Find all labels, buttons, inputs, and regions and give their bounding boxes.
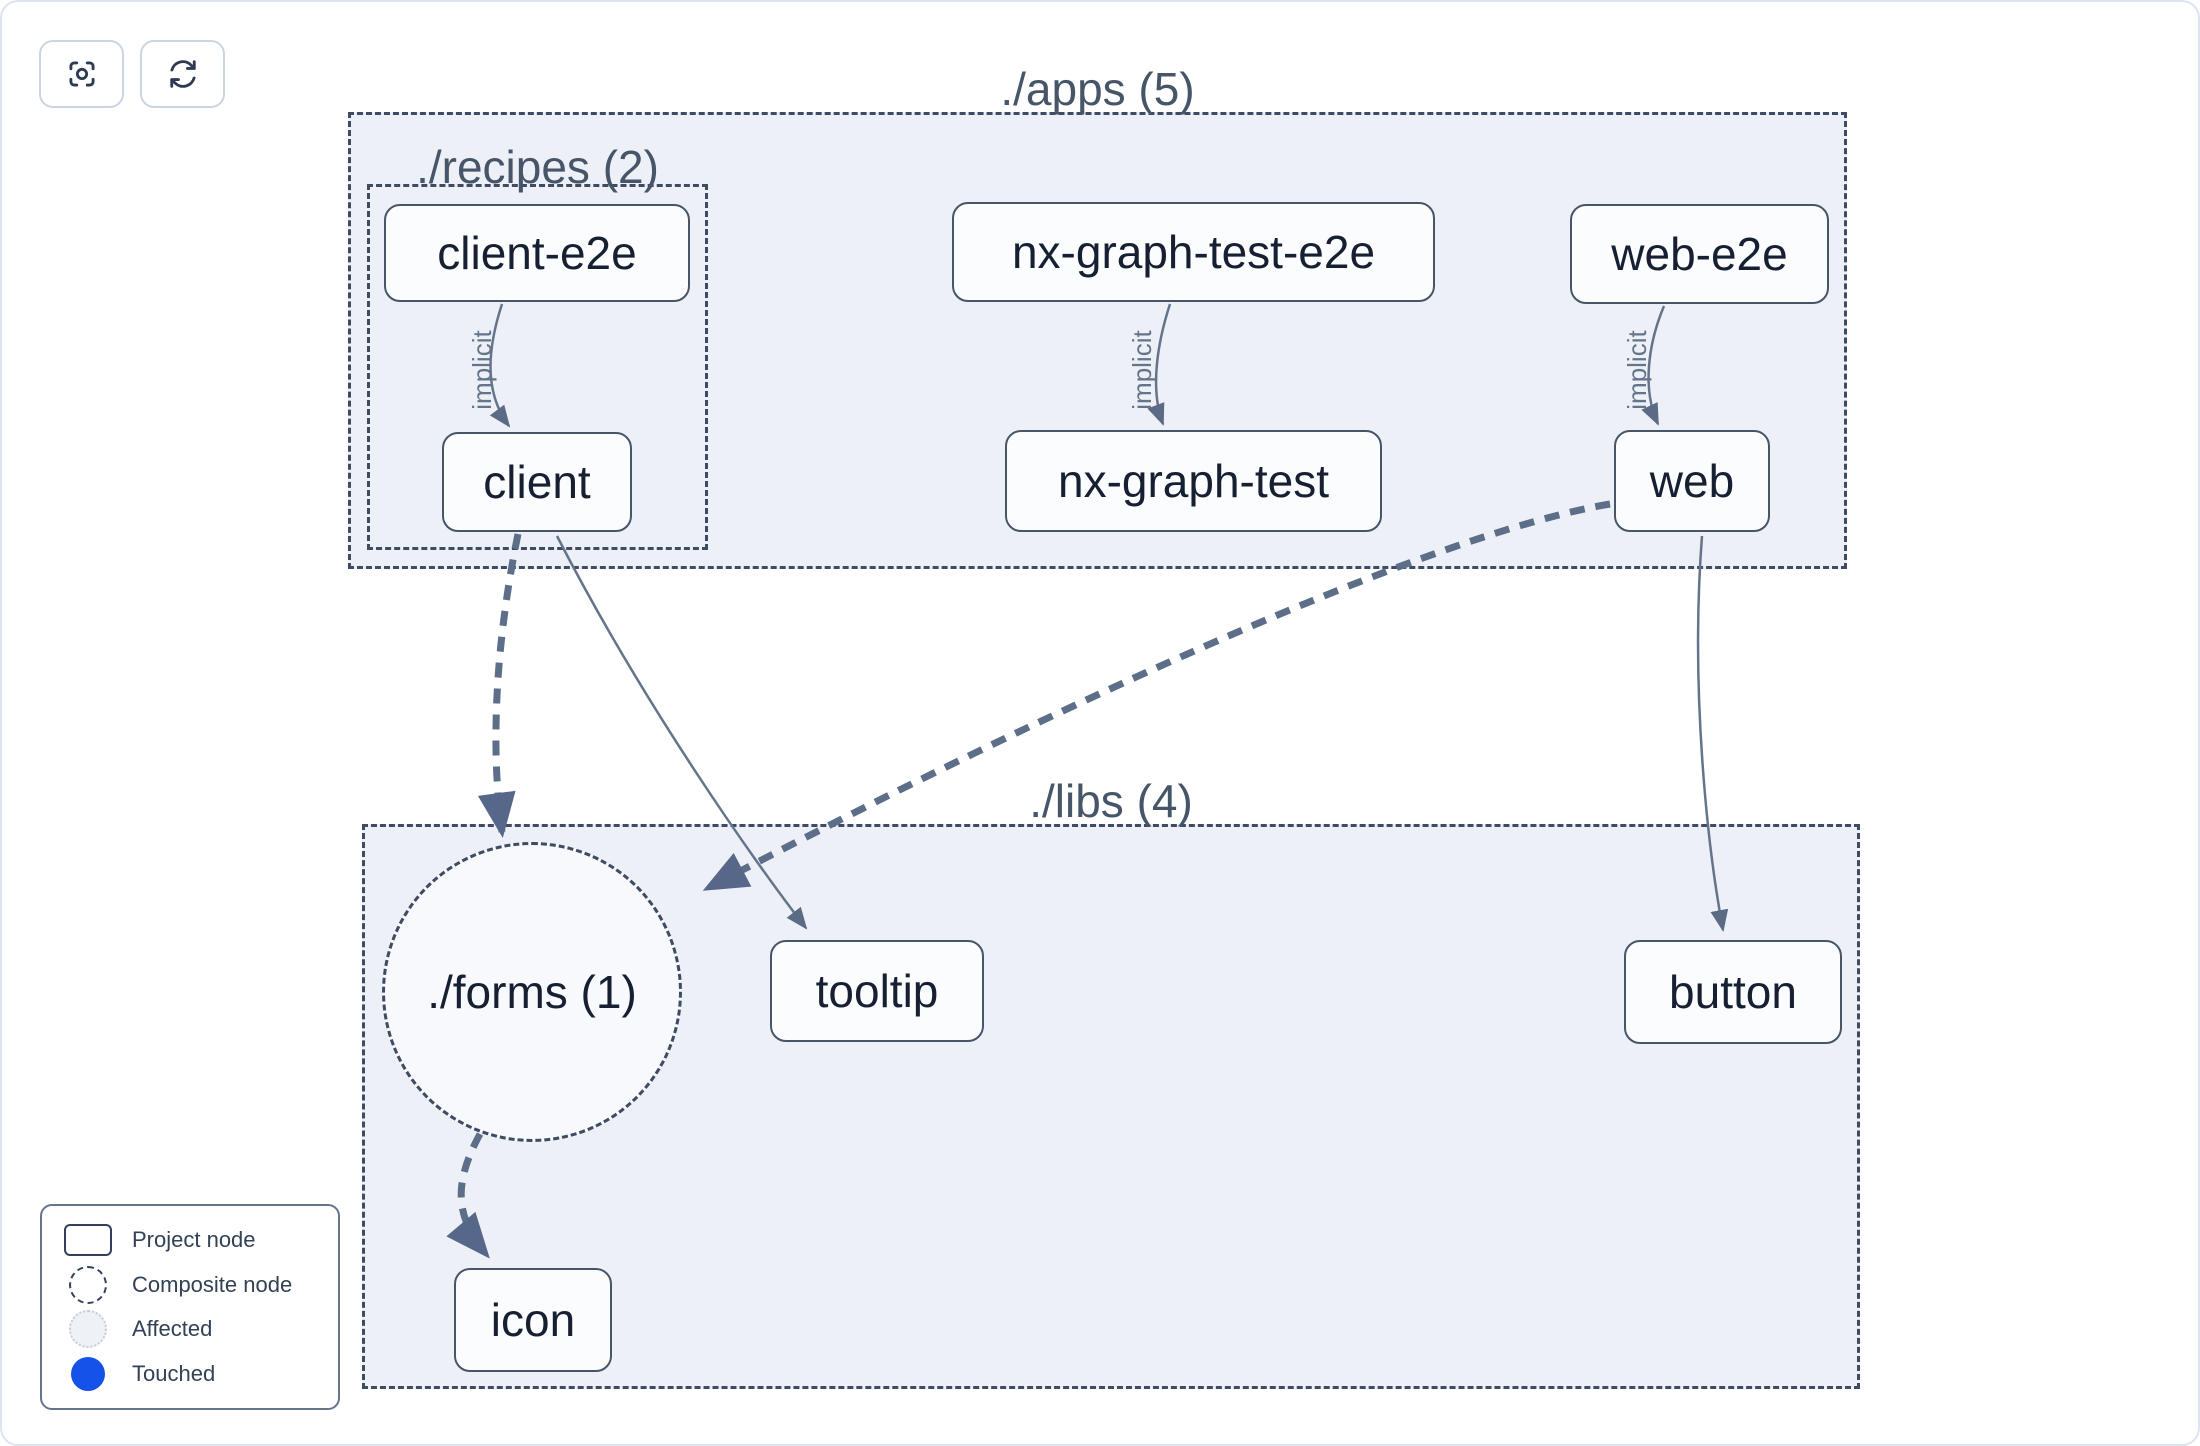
focus-button[interactable]: [39, 40, 124, 108]
node-client-e2e-label: client-e2e: [437, 227, 637, 279]
node-icon-label: icon: [490, 1294, 576, 1346]
node-nx-graph-test-e2e[interactable]: nx-graph-test-e2e: [952, 202, 1435, 302]
legend-item-project-node: Project node: [62, 1220, 338, 1260]
node-nx-graph-test-e2e-label: nx-graph-test-e2e: [1011, 226, 1376, 278]
node-icon[interactable]: icon: [454, 1268, 612, 1372]
node-button[interactable]: button: [1624, 940, 1842, 1044]
node-nx-graph-test[interactable]: nx-graph-test: [1005, 430, 1382, 532]
composite-node-forms[interactable]: ./forms (1): [382, 842, 682, 1142]
legend-item-touched: Touched: [62, 1354, 338, 1394]
node-client[interactable]: client: [442, 432, 632, 532]
node-web-e2e-label: web-e2e: [1611, 228, 1788, 280]
project-node-swatch: [62, 1224, 114, 1256]
refresh-button[interactable]: [140, 40, 225, 108]
refresh-icon: [169, 60, 196, 88]
focus-crosshair-icon: [68, 61, 95, 87]
group-apps-title: ./apps (5): [1000, 62, 1195, 115]
legend-item-affected: Affected: [62, 1309, 338, 1349]
composite-node-forms-label: ./forms (1): [427, 966, 637, 1018]
node-client-e2e[interactable]: client-e2e: [384, 204, 690, 302]
legend-label: Composite node: [132, 1271, 293, 1297]
node-client-label: client: [483, 456, 591, 508]
node-web-label: web: [1649, 455, 1735, 507]
node-tooltip[interactable]: tooltip: [770, 940, 984, 1042]
node-nx-graph-test-label: nx-graph-test: [1057, 455, 1329, 507]
composite-node-swatch: [62, 1265, 114, 1304]
legend-label: Touched: [132, 1360, 216, 1386]
touched-swatch: [62, 1356, 114, 1391]
node-button-label: button: [1669, 966, 1797, 1018]
node-web-e2e[interactable]: web-e2e: [1570, 204, 1829, 304]
legend-label: Affected: [132, 1316, 213, 1342]
edge-client-to-forms: [477, 533, 522, 838]
group-libs-title: ./libs (4): [1029, 774, 1193, 827]
affected-swatch: [62, 1310, 114, 1349]
legend-item-composite-node: Composite node: [62, 1265, 338, 1305]
node-tooltip-label: tooltip: [815, 965, 939, 1017]
node-web[interactable]: web: [1614, 430, 1770, 532]
legend-label: Project node: [132, 1227, 256, 1252]
legend: Project node Composite node Affected Tou…: [40, 1204, 340, 1410]
